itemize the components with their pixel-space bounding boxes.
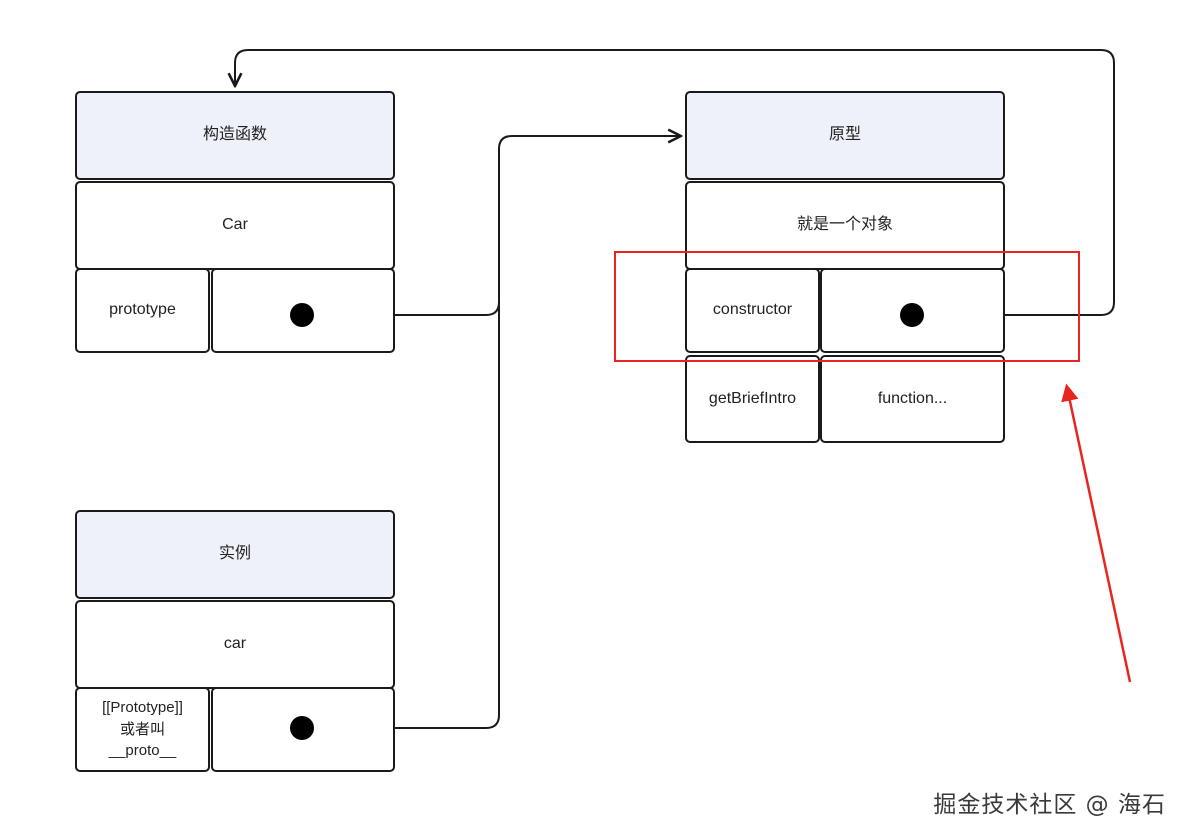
instance-proto-key-line1: [[Prototype]]: [102, 698, 183, 716]
instance-block-header-label: 实例: [218, 545, 251, 563]
instance-block-header: 实例: [75, 510, 395, 599]
prototype-block-description: 就是一个对象: [685, 181, 1005, 270]
prototype-method-value: function...: [820, 355, 1005, 443]
prototype-constructor-key: constructor: [685, 268, 820, 353]
prototype-method-key: getBriefIntro: [685, 355, 820, 443]
instance-proto-key-line3: __proto__: [108, 742, 177, 760]
constructor-row-highlight: [614, 251, 1080, 362]
constructor-name-label: Car: [222, 216, 248, 234]
constructor-block-header: 构造函数: [75, 91, 395, 180]
constructor-block-header-label: 构造函数: [202, 126, 267, 144]
prototype-block-header: 原型: [685, 91, 1005, 180]
prototype-constructor-key-label: constructor: [712, 301, 793, 319]
prototype-block-header-label: 原型: [828, 126, 861, 144]
instance-proto-pointer: [290, 716, 314, 740]
red-annotation-arrow: [1061, 383, 1132, 683]
instance-name-label: car: [223, 635, 247, 653]
constructor-prototype-key-label: prototype: [109, 301, 176, 319]
constructor-block-name: Car: [75, 181, 395, 270]
constructor-prototype-pointer: [290, 303, 314, 327]
prototype-constructor-pointer: [900, 303, 924, 327]
instance-proto-key: [[Prototype]] 或者叫 __proto__: [75, 687, 210, 772]
instance-block-name: car: [75, 600, 395, 689]
prototype-method-value-label: function...: [877, 389, 948, 407]
prototype-description-label: 就是一个对象: [796, 216, 893, 234]
watermark: 掘金技术社区 @ 海石: [933, 792, 1166, 818]
prototype-method-key-label: getBriefIntro: [708, 389, 797, 407]
instance-proto-key-line2: 或者叫: [119, 720, 165, 738]
constructor-prototype-key: prototype: [75, 268, 210, 353]
